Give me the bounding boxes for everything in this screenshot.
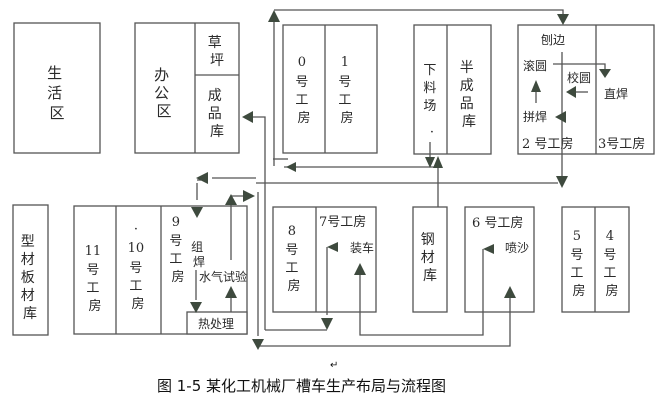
living-area: 生 活 区 bbox=[13, 22, 101, 154]
arrow-heads bbox=[190, 10, 611, 350]
profile-store: 型 材 板 材 库 bbox=[12, 204, 49, 336]
workshop-6: 6 号工房 喷沙 bbox=[464, 206, 535, 313]
straight-weld-label: 直焊 bbox=[604, 86, 628, 101]
workshop6-label: 6 号工房 bbox=[472, 215, 523, 231]
workshop5-label: 5 号 工 房 bbox=[570, 229, 587, 299]
heat-treatment-label: 热处理 bbox=[198, 317, 234, 331]
workshop-5-4: 5 号 工 房 4 号 工 房 bbox=[561, 206, 630, 313]
arrow-down-ws2-out bbox=[556, 176, 568, 188]
arrow-down-straight bbox=[599, 69, 611, 78]
arrow-left-to-9 bbox=[196, 172, 208, 184]
flow-roll-to-straight bbox=[553, 63, 606, 70]
arrow-right-test bbox=[243, 190, 255, 202]
arrow-up-top-left bbox=[268, 10, 280, 22]
arrow-down-right-side bbox=[252, 339, 264, 350]
workshop2-label: 2 号工房 bbox=[522, 136, 573, 152]
arrow-up-test-out bbox=[225, 194, 237, 205]
arrow-left-sandblast bbox=[483, 244, 494, 254]
cutting-yard-semi-store: 下 料 场 · 半 成 品 库 bbox=[413, 24, 492, 155]
flow-top-to-2 bbox=[274, 9, 564, 20]
splice-weld-label: 拼焊 bbox=[523, 109, 547, 124]
workshop0-label: 0 号 工 房 bbox=[295, 55, 312, 126]
office-label: 办 公 区 bbox=[154, 66, 174, 120]
arrow-up-rolling bbox=[531, 80, 541, 92]
figure-caption: 图 1-5 某化工机械厂槽车生产布局与流程图 bbox=[157, 377, 446, 395]
living-area-label: 生 活 区 bbox=[47, 64, 67, 122]
workshop10-label: · 10 号 工 房 bbox=[128, 222, 149, 312]
arrow-up-test bbox=[225, 286, 237, 298]
hydro-test-label: 水气试验 bbox=[199, 269, 247, 284]
flow-bottom-to-6 bbox=[258, 298, 511, 347]
office-block: 办 公 区 草 坪 成 品 库 bbox=[134, 22, 240, 154]
loading-label: 装车 bbox=[350, 240, 374, 255]
cutting-yard-label: 下 料 场 · bbox=[423, 63, 440, 140]
arrow-down-cutting bbox=[425, 157, 435, 168]
assembly-weld-label: 组 焊 bbox=[191, 240, 207, 269]
arrow-left-finished bbox=[242, 111, 253, 123]
arrow-down-into-2 bbox=[557, 14, 569, 25]
workshop-0-1: 0 号 工 房 1 号 工 房 bbox=[282, 24, 378, 154]
rounding-label: 校圆 bbox=[567, 70, 591, 85]
arrow-down-heat bbox=[190, 302, 202, 313]
arrow-up-loading bbox=[354, 263, 366, 275]
living-char-2: 活 bbox=[47, 84, 62, 102]
sandblast-label: 喷沙 bbox=[505, 241, 529, 255]
workshop11-label: 11 号 工 房 bbox=[85, 244, 106, 314]
semi-finished-label: 半 成 品 库 bbox=[460, 60, 478, 130]
planing-label: 刨边 bbox=[541, 32, 565, 47]
workshop7-label: 7号工房 bbox=[319, 214, 366, 230]
workshop9-label: 9 号 工 房 bbox=[169, 215, 186, 285]
profile-store-label: 型 材 板 材 库 bbox=[21, 234, 39, 322]
lawn-label: 草 坪 bbox=[208, 35, 226, 69]
arrow-up-sandblast bbox=[504, 286, 516, 298]
steel-store-label: 钢 材 库 bbox=[421, 232, 439, 284]
flow-to-finished bbox=[253, 116, 266, 330]
workshop-8-7: 8 号 工 房 7号工房 装车 bbox=[272, 206, 377, 313]
return-mark: ↵ bbox=[330, 360, 338, 371]
workshop-2-3: 刨边 滚圆 校圆 直焊 拼焊 2 号工房 3号工房 bbox=[517, 24, 655, 155]
living-char-3: 区 bbox=[49, 104, 64, 122]
arrow-down-9 bbox=[191, 207, 203, 218]
workshop4-label: 4 号 工 房 bbox=[603, 229, 620, 299]
arrow-left-splice bbox=[555, 111, 566, 123]
living-char-1: 生 bbox=[47, 64, 62, 82]
arrow-down-7 bbox=[321, 318, 333, 330]
flow-6-to-7 bbox=[359, 249, 484, 336]
arrow-up-steel bbox=[433, 156, 443, 168]
rolling-label: 滚圆 bbox=[523, 58, 547, 73]
arrow-left-loading bbox=[327, 242, 338, 252]
workshop8-label: 8 号 工 房 bbox=[285, 224, 302, 294]
arrow-left-rounding bbox=[566, 86, 576, 98]
workshop3-label: 3号工房 bbox=[598, 136, 645, 152]
arrow-left-to-0 bbox=[286, 162, 296, 172]
steel-store: 钢 材 库 bbox=[412, 206, 448, 313]
workshop1-label: 1 号 工 房 bbox=[338, 55, 355, 126]
finished-store-label: 成 品 库 bbox=[208, 88, 226, 140]
workshop-11-10-9: 11 号 工 房 · 10 号 工 房 9 号 工 房 组 焊 水气试验 热处理 bbox=[73, 205, 248, 335]
